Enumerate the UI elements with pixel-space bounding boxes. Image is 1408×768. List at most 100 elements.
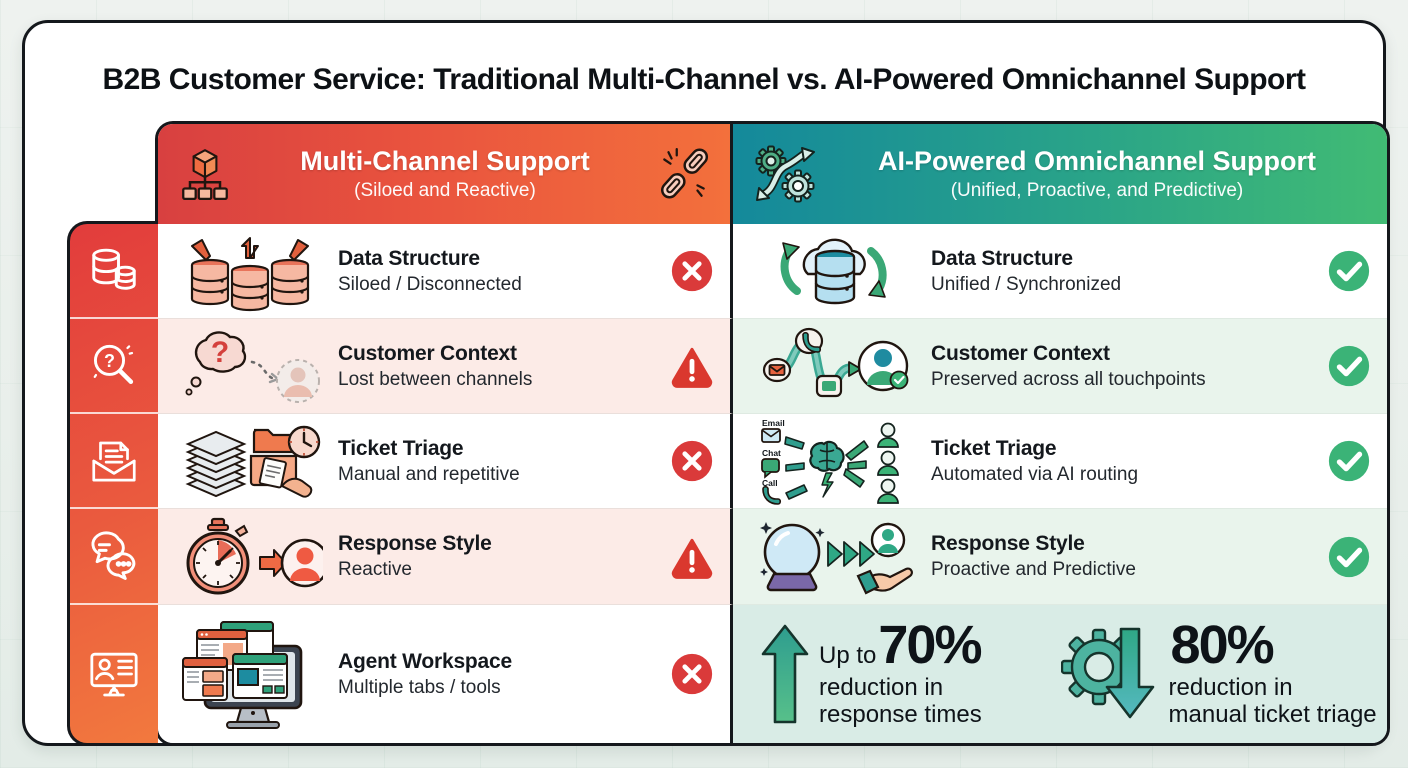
sidebar-item-agent-workspace	[70, 605, 158, 743]
manual-paper-stack-icon	[170, 420, 330, 502]
cell-text: Response Style Reactive	[338, 532, 660, 581]
cell-data-structure-left: Data Structure Siloed / Disconnected	[158, 224, 733, 319]
pass-icon	[1325, 534, 1373, 580]
database-icon	[87, 244, 141, 298]
warning-icon	[668, 343, 716, 389]
stat-desc: reduction in response times	[819, 673, 982, 728]
stopwatch-reactive-icon	[170, 515, 330, 599]
cell-stats: Up to 70% reduction in response times	[733, 605, 1387, 743]
cell-data-structure-right: Data Structure Unified / Synchronized	[733, 224, 1387, 319]
cell-ticket-triage-right: Email Chat Call	[733, 414, 1387, 509]
cell-text: Agent Workspace Multiple tabs / tools	[338, 650, 660, 699]
cell-customer-context-right: Customer Context Preserved across all to…	[733, 319, 1387, 414]
row-desc: Proactive and Predictive	[931, 559, 1136, 580]
comparison-table: Multi-Channel Support (Siloed and Reacti…	[155, 121, 1390, 746]
row-title: Customer Context	[338, 341, 517, 365]
header-omnichannel-text: AI-Powered Omnichannel Support (Unified,…	[829, 146, 1365, 202]
svg-text:?: ?	[104, 351, 115, 371]
sidebar-item-response-style	[70, 509, 158, 605]
fail-icon	[668, 651, 716, 697]
cloud-sync-database-icon	[745, 229, 923, 313]
cell-text: Customer Context Preserved across all to…	[931, 342, 1317, 391]
channel-label-call: Call	[762, 478, 778, 488]
channel-label-email: Email	[762, 418, 785, 428]
sidebar-item-ticket-triage	[70, 414, 158, 509]
table-row: Response Style Reactive	[158, 509, 1387, 605]
crystal-ball-predictive-icon	[745, 514, 923, 600]
stat-ticket-triage: 80% reduction in manual ticket triage	[1060, 615, 1377, 729]
gears-flow-icon	[755, 144, 817, 204]
agent-glyphs	[876, 422, 899, 504]
row-title: Data Structure	[931, 246, 1073, 270]
fail-icon	[668, 438, 716, 484]
stat-desc: reduction in manual ticket triage	[1168, 673, 1377, 728]
table-header: Multi-Channel Support (Siloed and Reacti…	[158, 124, 1387, 224]
cell-text: Customer Context Lost between channels	[338, 342, 660, 391]
stat-value: 70%	[878, 615, 982, 676]
stat-text: Up to 70% reduction in response times	[819, 615, 1031, 728]
envelope-document-icon	[87, 434, 141, 488]
header-multichannel-text: Multi-Channel Support (Siloed and Reacti…	[242, 146, 648, 202]
page-title: B2B Customer Service: Traditional Multi-…	[102, 63, 1306, 96]
row-desc: Reactive	[338, 559, 412, 580]
cell-text: Data Structure Siloed / Disconnected	[338, 247, 660, 296]
gear-arrow-down-icon	[1060, 619, 1161, 729]
stat-value: 80%	[1170, 615, 1275, 676]
table-row: ? Customer Context Lost between channels	[158, 319, 1387, 414]
cell-text: Response Style Proactive and Predictive	[931, 532, 1317, 581]
row-desc: Lost between channels	[338, 368, 533, 390]
fail-icon	[668, 248, 716, 294]
ai-routing-icon: Email Chat Call	[745, 417, 923, 505]
cell-ticket-triage-left: Ticket Triage Manual and repetitive	[158, 414, 733, 509]
cell-response-style-right: Response Style Proactive and Predictive	[733, 509, 1387, 605]
monitor-person-icon	[86, 646, 142, 702]
row-title: Response Style	[338, 532, 492, 555]
category-sidebar: ?	[67, 221, 158, 746]
pass-icon	[1325, 248, 1373, 294]
pass-icon	[1325, 343, 1373, 389]
table-row: Data Structure Siloed / Disconnected	[158, 224, 1387, 319]
cell-text: Ticket Triage Manual and repetitive	[338, 437, 660, 486]
row-title: Agent Workspace	[338, 649, 512, 673]
channel-label-chat: Chat	[762, 448, 781, 458]
broken-chain-icon	[656, 145, 712, 203]
header-omnichannel-subtitle: (Unified, Proactive, and Predictive)	[950, 180, 1244, 201]
stat-prefix: Up to	[819, 642, 877, 670]
row-desc: Unified / Synchronized	[931, 273, 1122, 295]
header-multichannel-title: Multi-Channel Support	[300, 146, 590, 176]
sidebar-item-customer-context: ?	[70, 319, 158, 414]
cell-response-style-left: Response Style Reactive	[158, 509, 733, 605]
row-title: Ticket Triage	[931, 436, 1057, 460]
cell-text: Data Structure Unified / Synchronized	[931, 247, 1317, 296]
search-question-icon: ?	[87, 339, 141, 393]
row-title: Customer Context	[931, 341, 1110, 365]
row-desc: Siloed / Disconnected	[338, 273, 522, 295]
stat-response-times: Up to 70% reduction in response times	[759, 615, 1031, 728]
siloed-databases-icon	[170, 230, 330, 312]
row-title: Response Style	[931, 532, 1085, 555]
header-multichannel: Multi-Channel Support (Siloed and Reacti…	[158, 124, 733, 224]
header-multichannel-subtitle: (Siloed and Reactive)	[354, 180, 536, 201]
main-card: B2B Customer Service: Traditional Multi-…	[22, 20, 1390, 746]
row-desc: Multiple tabs / tools	[338, 676, 501, 698]
cell-agent-workspace-left: Agent Workspace Multiple tabs / tools	[158, 605, 733, 743]
row-desc: Preserved across all touchpoints	[931, 368, 1206, 390]
svg-text:?: ?	[211, 336, 229, 369]
sidebar-item-data-structure	[70, 224, 158, 319]
journey-path-icon	[745, 324, 923, 408]
stat-text: 80% reduction in manual ticket triage	[1168, 615, 1377, 728]
chat-bubbles-icon	[87, 529, 141, 583]
cell-text: Ticket Triage Automated via AI routing	[931, 437, 1317, 486]
pass-icon	[1325, 438, 1373, 484]
arrow-up-icon	[759, 622, 811, 726]
row-title: Data Structure	[338, 246, 480, 270]
row-title: Ticket Triage	[338, 436, 464, 460]
sitemap-cube-icon	[176, 145, 234, 203]
header-omnichannel-title: AI-Powered Omnichannel Support	[877, 146, 1317, 176]
row-desc: Automated via AI routing	[931, 463, 1139, 485]
multiple-windows-monitor-icon	[170, 612, 330, 736]
cell-customer-context-left: ? Customer Context Lost between channels	[158, 319, 733, 414]
table-row: Agent Workspace Multiple tabs / tools	[158, 605, 1387, 743]
header-omnichannel: AI-Powered Omnichannel Support (Unified,…	[733, 124, 1387, 224]
